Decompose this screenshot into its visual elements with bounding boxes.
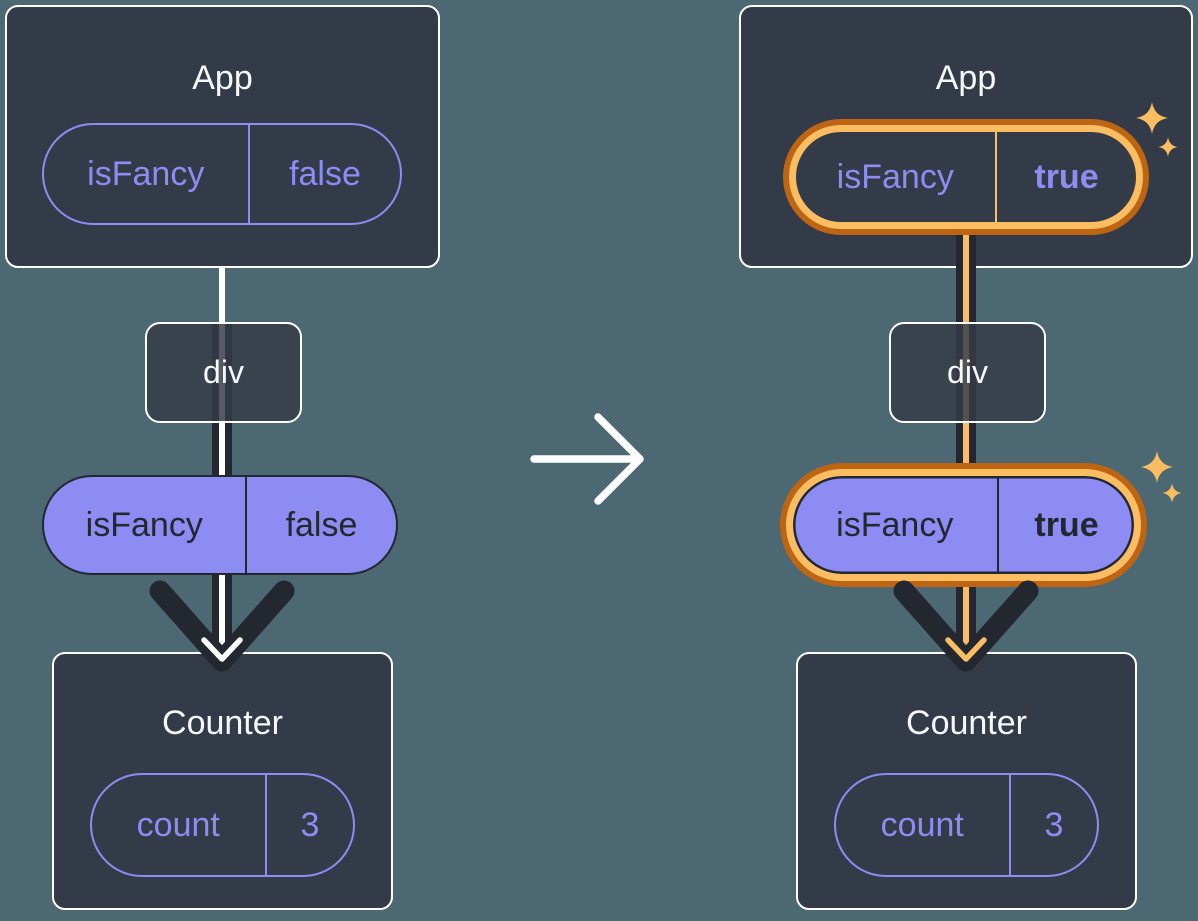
counter-state-pill-right: count 3 [834,773,1099,877]
app-title-left: App [192,59,253,97]
transition-right-arrow-icon [530,413,644,505]
div-label-right: div [947,354,988,390]
pill-divider [996,476,999,574]
state-value-changed: true [1034,157,1099,196]
prop-pill-right-highlighted: isFancy true [786,469,1141,581]
state-flow-line-left [219,268,225,652]
state-value: false [289,154,361,193]
pill-divider [994,132,997,222]
sparkle-icon-small [1158,137,1178,157]
div-box-left: div [145,322,302,423]
app-state-pill-left: isFancy false [42,123,402,225]
state-flow-line-right-overlay [963,229,969,322]
app-title-right: App [935,59,997,97]
prop-pill-left: isFancy false [42,475,398,575]
div-box-right: div [889,322,1046,423]
state-value: 3 [1044,805,1064,844]
state-key: count [136,805,220,844]
counter-state-pill-left: count 3 [90,773,355,877]
pill-divider [247,125,250,223]
prop-key: isFancy [85,505,203,544]
prop-value-changed: true [1034,505,1099,544]
sparkle-icon [1141,451,1173,483]
div-label-left: div [203,354,244,390]
sparkle-icon [1136,102,1168,134]
state-key: isFancy [87,154,205,193]
counter-title-left: Counter [162,704,283,742]
down-arrowhead-icon [893,580,1039,672]
pill-divider [1008,775,1011,875]
sparkle-icon-small [1162,483,1182,503]
pill-divider [244,477,247,573]
prop-key: isFancy [836,505,954,544]
state-flow-line-right [963,229,969,652]
prop-value: false [285,505,358,544]
state-value: 3 [300,805,320,844]
state-key: isFancy [836,157,954,196]
app-state-pill-right-highlighted: isFancy true [789,125,1143,229]
pill-divider [264,775,267,875]
counter-title-right: Counter [906,704,1027,742]
state-key: count [880,805,964,844]
down-arrowhead-icon [149,580,295,672]
